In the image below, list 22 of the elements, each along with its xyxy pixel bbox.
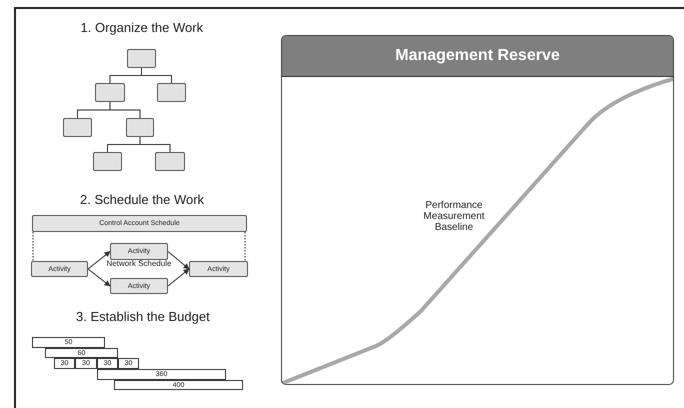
wbs-box (155, 152, 185, 171)
arrow (168, 251, 190, 270)
section-heading: 1. Organize the Work (80, 20, 204, 34)
connector-line (140, 136, 170, 152)
section-heading: 2. Schedule the Work (80, 192, 204, 206)
wbs-box (93, 152, 122, 171)
wbs-box (95, 83, 125, 102)
connector-line (110, 102, 140, 118)
wbs-box (63, 118, 92, 137)
wbs-box (127, 49, 156, 68)
wbs-box (157, 83, 186, 102)
wbs-box (126, 118, 154, 137)
arrow (88, 251, 110, 270)
dotted-line (32, 232, 34, 262)
arrow (168, 268, 190, 286)
connector-line (141, 68, 172, 84)
diagram-label: Network Schedule (106, 258, 172, 268)
dotted-line (244, 232, 246, 262)
section-heading: 3. Establish the Budget (76, 308, 210, 324)
curve-label: Performance Measurement Baseline (422, 200, 486, 233)
arrow (88, 268, 110, 286)
panel-header: Management Reserve (282, 36, 673, 77)
